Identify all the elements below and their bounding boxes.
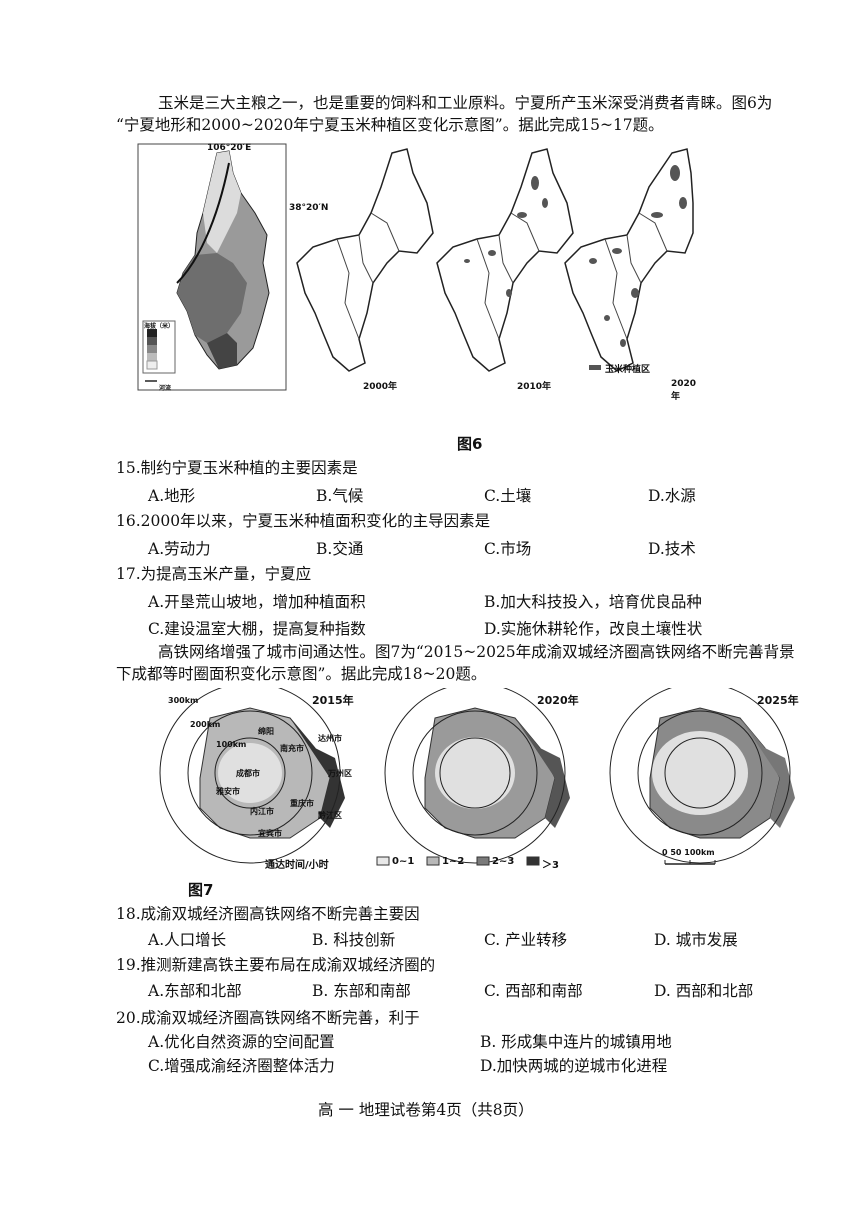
city-yibin: 宜宾市 xyxy=(258,829,282,838)
longitude-label: 106°20′E xyxy=(207,143,252,153)
legend-label-1-2: 1~2 xyxy=(442,856,465,867)
city-nanchong: 南充市 xyxy=(280,744,304,753)
ring-label-200: 200km xyxy=(190,720,221,729)
q18-option-b: B. 科技创新 xyxy=(312,931,396,949)
q19-option-d: D. 西部和北部 xyxy=(654,982,754,1000)
figure-6: 106°20′E 38°20′N 海拔（米） 河流 2000年 2010年 20… xyxy=(137,143,697,402)
q19-option-a: A.东部和北部 xyxy=(148,982,242,1000)
intro-line-1: 玉米是三大主粮之一，也是重要的饲料和工业原料。宁夏所产玉米深受消费者青睐。图6为 xyxy=(158,94,773,112)
map-2000 xyxy=(296,148,434,372)
question-16: 16.2000年以来，宁夏玉米种植面积变化的主导因素是 xyxy=(116,512,491,530)
page-footer: 高 一 地理试卷第4页（共8页） xyxy=(318,1101,534,1119)
map-2010 xyxy=(436,148,574,372)
ningxia-maps xyxy=(137,143,694,391)
scale-bar xyxy=(664,860,716,865)
travel-time-legend-title: 通达时间/小时 xyxy=(265,860,329,871)
latitude-label: 38°20′N xyxy=(289,203,329,213)
legend-label-0-1: 0~1 xyxy=(392,856,415,867)
ring-label-300: 300km xyxy=(168,696,199,705)
q17-option-a: A.开垦荒山坡地，增加种植面积 xyxy=(148,593,366,611)
year-2020-label: 2020年 xyxy=(671,379,697,402)
map-2020 xyxy=(365,682,575,864)
figure-7-caption: 图7 xyxy=(188,881,214,899)
city-dazhou: 达州市 xyxy=(318,734,342,743)
elevation-legend-title: 海拔（米） xyxy=(144,323,175,330)
year-2020-label: 2020年 xyxy=(537,694,579,707)
map-2015 xyxy=(140,682,350,864)
city-neijiang: 内江市 xyxy=(250,807,274,816)
q18-option-a: A.人口增长 xyxy=(148,931,227,949)
q18-option-c: C. 产业转移 xyxy=(484,931,568,949)
river-legend-label: 河流 xyxy=(159,385,172,392)
q18-option-d: D. 城市发展 xyxy=(654,931,738,949)
city-wanzhou: 万州区 xyxy=(328,769,352,778)
intro-line-2: “宁夏地形和2000~2020年宁夏玉米种植区变化示意图”。据此完成15~17题… xyxy=(116,116,664,134)
question-19: 19.推测新建高铁主要布局在成渝双城经济圈的 xyxy=(116,956,436,974)
year-2015-label: 2015年 xyxy=(312,694,354,707)
elevation-legend xyxy=(142,320,176,382)
q16-option-b: B.交通 xyxy=(316,540,364,558)
q15-option-d: D.水源 xyxy=(648,487,696,505)
city-qianjiang: 黔江区 xyxy=(318,811,342,820)
q19-option-b: B. 东部和南部 xyxy=(312,982,411,1000)
city-yaan: 雅安市 xyxy=(216,787,240,796)
year-2010-label: 2010年 xyxy=(517,382,552,392)
q16-option-c: C.市场 xyxy=(484,540,532,558)
q15-option-a: A.地形 xyxy=(148,487,196,505)
question-15: 15.制约宁夏玉米种植的主要因素是 xyxy=(116,459,358,477)
chengyu-isochrone-maps xyxy=(140,682,800,866)
q15-option-b: B.气候 xyxy=(316,487,364,505)
intro2-line-1: 高铁网络增强了城市间通达性。图7为“2015~2025年成渝双城经济圈高铁网络不… xyxy=(158,643,795,661)
intro2-line-2: 下成都等时圈面积变化示意图”。据此完成18~20题。 xyxy=(116,665,487,683)
q15-option-c: C.土壤 xyxy=(484,487,532,505)
question-20: 20.成渝双城经济圈高铁网络不断完善，利于 xyxy=(116,1009,420,1027)
q16-option-a: A.劳动力 xyxy=(148,540,211,558)
question-18: 18.成渝双城经济圈高铁网络不断完善主要因 xyxy=(116,905,420,923)
q17-option-d: D.实施休耕轮作，改良土壤性状 xyxy=(484,620,703,638)
q16-option-d: D.技术 xyxy=(648,540,696,558)
map-2020 xyxy=(564,148,694,372)
corn-legend-label: 玉米种植区 xyxy=(605,365,651,375)
map-2025 xyxy=(590,682,800,864)
q19-option-c: C. 西部和南部 xyxy=(484,982,583,1000)
legend-label-2-3: 2~3 xyxy=(492,856,515,867)
corn-legend-swatch xyxy=(589,365,601,370)
figure-7: 2015年 2020年 2025年 成都市 南充市 达州市 雅安市 内江市 重庆… xyxy=(140,682,800,871)
q17-option-c: C.建设温室大棚，提高复种指数 xyxy=(148,620,366,638)
q17-option-b: B.加大科技投入，培育优良品种 xyxy=(484,593,702,611)
travel-time-legend xyxy=(376,856,540,866)
q20-option-d: D.加快两城的逆城市化进程 xyxy=(480,1057,668,1075)
city-chengdu: 成都市 xyxy=(236,769,260,778)
terrain-map xyxy=(176,150,270,370)
question-17: 17.为提高玉米产量，宁夏应 xyxy=(116,565,312,583)
scale-bar-label: 0 50 100km xyxy=(662,848,715,857)
year-2025-label: 2025年 xyxy=(757,694,799,707)
ring-label-100: 100km xyxy=(216,740,247,749)
legend-label-over-3: ＞3 xyxy=(542,860,559,871)
year-2000-label: 2000年 xyxy=(363,382,398,392)
q20-option-c: C.增强成渝经济圈整体活力 xyxy=(148,1057,335,1075)
city-chongqing: 重庆市 xyxy=(290,799,314,808)
city-mianyang: 绵阳 xyxy=(258,727,274,736)
figure-6-caption: 图6 xyxy=(457,435,483,453)
q20-option-a: A.优化自然资源的空间配置 xyxy=(148,1033,335,1051)
q20-option-b: B. 形成集中连片的城镇用地 xyxy=(480,1033,672,1051)
